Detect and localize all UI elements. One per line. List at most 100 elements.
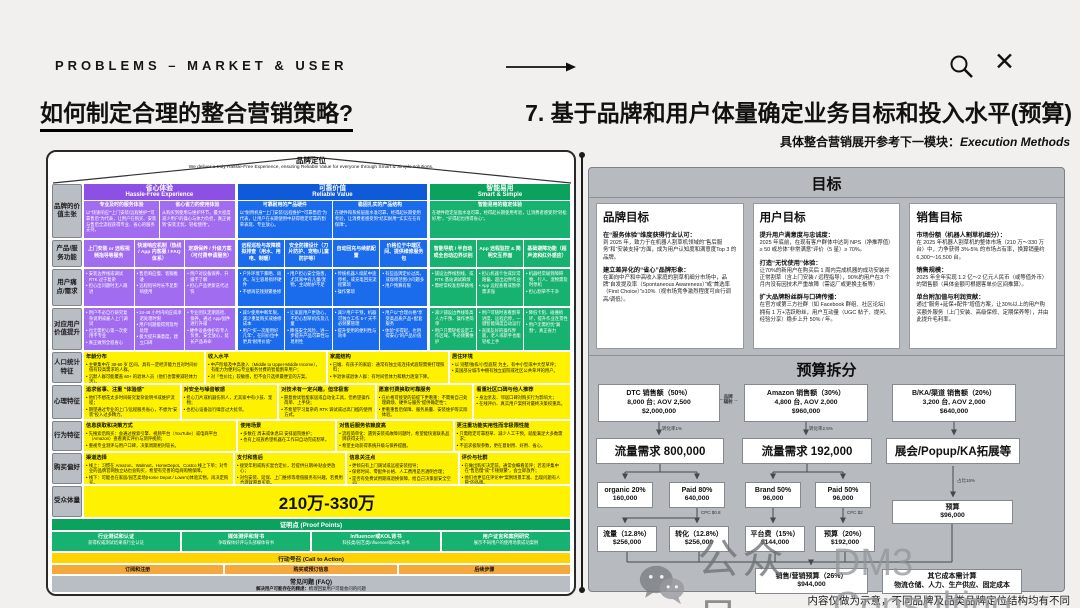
feature-cell: 快速响应机制（热线 / App 内客服 / FAQ 体系） — [134, 240, 185, 267]
flow-box-line: 8,000 台; AOV 2,500 — [627, 398, 691, 406]
forward-arrow-icon — [506, 62, 576, 72]
profile-cell: 支付和售后• 接受年租或购买混合定价，若提供分期/补贴会更放心；• 对包安装、延… — [235, 453, 346, 484]
bullet: • 对「性价比」较敏感，但不会只选择最便宜的方案。 — [208, 373, 310, 379]
goals-title: 目标 — [811, 176, 842, 193]
bullet: • 希望主动获得系统升级与保养提醒。 — [339, 442, 411, 448]
table-row: 产品/服务功能上门安装 or 远程视频指导等服务快速响应机制（热线 / App … — [52, 240, 570, 267]
bullet-cell: • 专业团队定期巡检、保养，通过 App/固件进行升级• 硬件设备维护有专人负责… — [185, 308, 235, 350]
bullet: • 用户问题能得到及时处理 — [136, 322, 178, 333]
row-label: 产品/服务功能 — [52, 240, 82, 267]
bullet: • 真正做到全程省心 — [86, 339, 124, 345]
row-label: 心理特征 — [52, 385, 82, 419]
goals-budget-panel: 目标 品牌目标在“服务体验”维度获得行业认可：到 2025 年，致力于在机器人割… — [588, 167, 1065, 594]
pillar-groups: • 用户不必自行研究复杂说明或雇人上门调试• 也无需担心第一次使用不专业• 真正… — [84, 308, 570, 350]
bullet: • 接受年租或购买混合定价，若提供分期/补贴会更放心； — [237, 462, 336, 474]
roof-outline — [52, 156, 572, 184]
bullet: • 更倾向有上门调试或远程安装指导； — [349, 462, 421, 468]
bullet-cell: • 减少铺设边界线等高人力干预、操作更简单• 用户只需轻松设定工作区域，不必频繁… — [430, 308, 477, 350]
bullet: • 降低卡阻、碰撞损坏，提升作业连贯性 — [526, 310, 568, 321]
row-label: 受众体量 — [52, 486, 82, 517]
bullet-cell: • 用户对设备保养、升级不了解• 担心产品更新迭代过快 — [185, 269, 235, 306]
bullet: • 安装边界线或调试 RTK 过于复杂 — [86, 271, 124, 282]
pillar-title-en: Hassle-Free Experience — [125, 192, 194, 199]
bullet: • 先搜索后购买：会通过搜索引擎、视频平台（YouTube）或电商平台（Amaz… — [86, 430, 218, 442]
bullet: • 需经常校准割草路线 — [432, 283, 474, 289]
bullet: • 用户预算有限 — [382, 283, 411, 289]
divider-dot-bottom — [579, 587, 585, 593]
pillar-blue: • 减少使用中断年限，减少重复购买或维修成本• 用户“买一次能用好几年”，在同价… — [237, 308, 428, 350]
bullet: • 以 别墅/独栋/小型庭院 为主，有中小型或中大型草坪； — [452, 361, 559, 367]
pillar-blue: • 户外环境下暴晒、雨水、灰尘容易损坏硬件• 不想再花钱频繁维修• 用户担心安全… — [237, 269, 428, 306]
value-cell-text: 以“耐用机身”“上门安装/远程维护”“可靠售后”为代表，让用户在长期使用中获得稳… — [239, 210, 327, 227]
bullet: • 不希望学习复杂的 RTK 调试或过高门槛的使用方式。 — [281, 406, 373, 418]
goal-section-heading: 扩大品牌粉丝群与口碑传播： — [759, 294, 841, 302]
proof-points-band: 证明点 (Proof Points)行业测试和认证获得权威测试结果或行业认证媒体… — [52, 519, 570, 551]
value-cell-title: 省心省力的使用体验 — [175, 203, 220, 208]
row-label: 品牌的价值主张 — [52, 184, 82, 238]
flow-box-line: $96,000 — [940, 512, 965, 520]
table-row: 用户痛点/需求• 安装边界线或调试 RTK 过于复杂• 担心出问题时无人跟进• … — [52, 269, 570, 306]
goal-section-text: 到 2025 年，致力于在机器人割草机领域的“售后服务”和“安装支持”方面，成为… — [603, 240, 737, 261]
goal-card: 用户目标提升用户满意度与忠诚度：2025 年底前，在现有客户群体中达到 NPS（… — [752, 203, 901, 349]
cta-cell: 订阅和注册 — [52, 565, 224, 574]
profile-cell-title: 对售后服务依赖度高 — [339, 423, 386, 429]
bullet-cell: • 售后响应慢、客服推诿• 远程指导时长不足影响使用 — [134, 269, 185, 306]
bullet: • 用户“买一次能用好几年”，在同价位中更具“耐用价值” — [239, 327, 279, 344]
bullet: • 主要集中在 30-60 岁 区间，具有一定经济能力且对时间价值有较高需求的人… — [86, 361, 198, 373]
budget-title: 预算拆分 — [796, 362, 857, 379]
bullet: • 直观友好的操作界面，老人或新手也能轻松上手 — [479, 327, 521, 344]
goal-card-title: 销售目标 — [916, 212, 963, 224]
close-icon[interactable]: ✕ — [994, 48, 1015, 76]
traffic-split-box: organic 20%160,000 — [597, 482, 653, 508]
proof-cell: 用户证言和案例研究展示不同用户的使用场景成功案例 — [442, 532, 570, 551]
proof-cell-text: 科技类/园艺类influencer或KOL背书 — [342, 540, 410, 545]
revenue-box: B/KA/渠道 销售额（20%）3,200 台, AOV 2,000$640,0… — [892, 384, 1016, 422]
profile-cell: 家庭结构• 已婚、有孩子的家庭：通常有独立或连排式庭院需要打理照料；• 半退休或… — [328, 352, 448, 383]
bullet-cell: • 有些品牌定价过高，或保修范围小问题多• 用户预算有限 — [380, 269, 428, 306]
flow-box-line: DTC 销售额（50%） — [626, 390, 692, 398]
row-label: 购买偏好 — [52, 453, 82, 484]
value-cell-text: 在硬件和系统层面水准可靠，经得起长期使用考验，让消费者感受到“结实耐用”“实实在… — [334, 210, 421, 227]
row-label: 人口统计特征 — [52, 352, 82, 383]
flow-box-line: organic 20% — [604, 486, 646, 494]
value-cell-title: 专业及时的服务体验 — [99, 203, 144, 208]
faq-title: 常见问题 (FAQ) — [290, 580, 332, 586]
revenue-box: Amazon 销售额（30%）4,800 台, AOV 2,000$960,00… — [744, 384, 868, 422]
flow-box-line: $144,000 — [760, 539, 790, 547]
feature-cell: 价格位于中端区间、提供维修服务包 — [380, 240, 428, 267]
flow-box-line: 4,800 台, AOV 2,000 — [774, 398, 838, 406]
pillar-purple: • 用户不必自行研究复杂说明或雇人上门调试• 也无需担心第一次使用不专业• 真正… — [84, 308, 235, 350]
feature-cell: 远程巡检与故障模拟排查（用水、用电、制暖） — [237, 240, 285, 267]
bullet: • 担心产品更新迭代过快 — [187, 283, 229, 294]
cost-box: 预算（20%）$192,000 — [815, 526, 875, 552]
bullet: • 是否有免费试用期或退换保障，给自己决策留安全空间。 — [349, 475, 451, 484]
bullet: • 他们不想花太多时间研究复杂说明书或维护流程； — [86, 394, 175, 406]
bullet-cell: • 用户不必自行研究复杂说明或雇人上门调试• 也无需担心第一次使用不专业• 真正… — [84, 308, 134, 350]
flow-box-line: B/KA/渠道 销售额（20%） — [911, 390, 996, 398]
goal-cards: 品牌目标在“服务体验”维度获得行业认可：到 2025 年，致力于在机器人割草机领… — [596, 203, 1058, 349]
flow-box-line: 平台费（15%） — [750, 530, 800, 538]
cta-band: 行动号召 (Call to Action)订阅和注册购买或预订信息后续步骤 — [52, 553, 570, 574]
search-icon[interactable] — [948, 53, 976, 81]
traffic-split-box: Paid 80%640,000 — [669, 482, 725, 508]
cta-cell: 后续步骤 — [398, 565, 570, 574]
bullet: • 让家庭用户更放心，不担心割草机伤及儿童 — [287, 310, 330, 327]
goal-section-heading: 打造“无忧使用”体验： — [759, 259, 822, 267]
profile-cell: 对安全与噪音敏感• 担心刀片或机器伤到人，尤其家中有小孩、宠物；• 也担心设备运… — [181, 385, 278, 419]
subtitle-module: Execution Methods — [959, 135, 1070, 149]
proof-cell: Influencer或KOL背书科技类/园艺类influencer或KOL背书 — [312, 532, 440, 551]
bullet: • 更看重售后保障、服务质量、安装维护等实际体验。 — [378, 406, 468, 418]
profile-cell: 信息获取和决策方式• 先搜索后购买：会通过搜索引擎、视频平台（YouTube）或… — [84, 421, 237, 451]
bullet: • 在价格可接受的前提下更看重：不需要自己处理麻烦、硬件与服务“提供确定性”； — [378, 394, 468, 406]
flow-box-line: $640,000 — [939, 407, 969, 415]
bullet: • 降低安全风险，进一步提升产品可靠性与易用性 — [287, 327, 330, 344]
proof-cell: 行业测试和认证获得权威测试结果或行业认证 — [52, 532, 180, 551]
profile-cell-title: 家庭结构 — [330, 354, 351, 360]
value-cell-text: 在硬件稳定层面水准可靠，经得起长期使用考验，让消费者感受到“轻松好用”，“买得起… — [432, 210, 567, 221]
conversion-rate-label: 转化率1% — [662, 426, 683, 431]
audience-size-value: 210万-330万 — [84, 486, 570, 517]
